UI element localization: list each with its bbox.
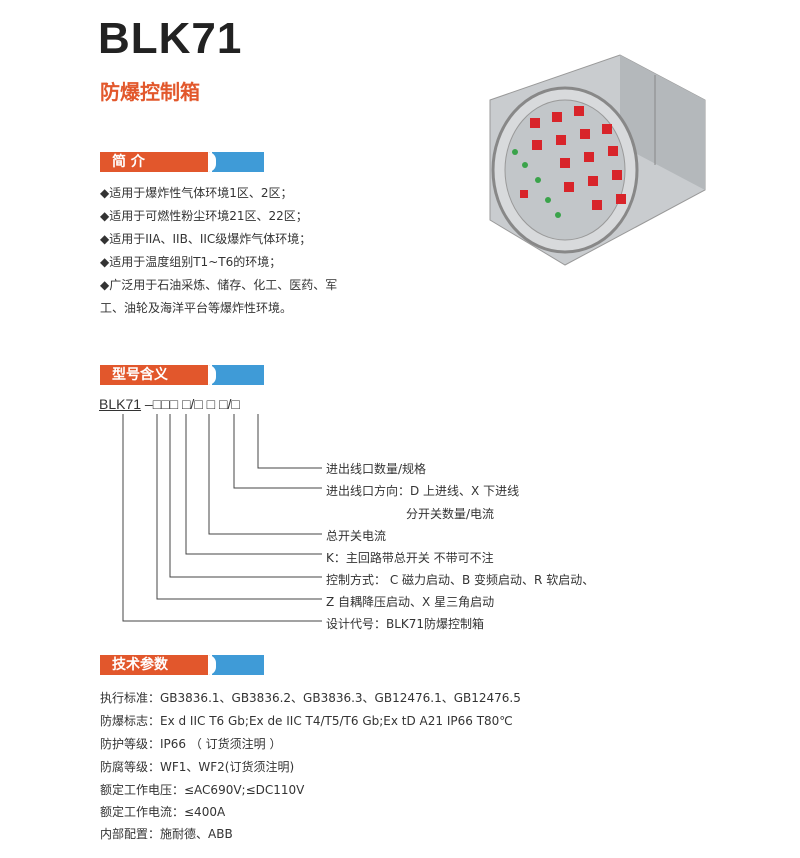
section-header-model: 型号含义 [100,365,265,385]
intro-item: ◆适用于可燃性粉尘环境21区、22区； [100,209,308,223]
intro-item: ◆广泛用于石油采炼、储存、化工、医药、军 [100,278,338,292]
model-label: 进出线口方向：D 上进线、X 下进线 [326,484,520,498]
section-title: 简 介 [100,152,210,172]
tech-item: 防护等级：IP66 （ 订货须注明 ） [100,737,282,751]
tech-item: 额定工作电压：≤AC690V;≤DC110V [100,783,305,797]
model-code: BLK71 –□□□ □/□ □ □/□ [99,396,240,412]
intro-item: ◆适用于温度组别T1~T6的环境； [100,255,282,269]
model-label: 总开关电流 [326,529,387,543]
product-subtitle: 防爆控制箱 [100,80,200,104]
section-title: 技术参数 [100,655,210,675]
section-accent [208,152,264,172]
model-label: 控制方式： C 磁力启动、B 变频启动、R 软启动、 [326,573,595,587]
intro-item: ◆适用于IIA、IIB、IIC级爆炸气体环境； [100,232,312,246]
tech-item: 内部配置：施耐德、ABB [100,827,233,841]
product-title: BLK71 [98,14,243,63]
tech-item: 防爆标志：Ex d IIC T6 Gb;Ex de IIC T4/T5/T6 G… [100,714,513,728]
section-header-tech: 技术参数 [100,655,265,675]
tech-item: 执行标准：GB3836.1、GB3836.2、GB3836.3、GB12476.… [100,691,521,705]
section-accent [208,365,264,385]
section-title: 型号含义 [100,365,210,385]
intro-item: ◆适用于爆炸性气体环境1区、2区； [100,186,293,200]
section-header-intro: 简 介 [100,152,265,172]
model-code-prefix: BLK71 [99,396,142,412]
model-label: 分开关数量/电流 [406,507,495,521]
model-label: 设计代号：BLK71防爆控制箱 [326,617,485,631]
model-label: K：主回路带总开关 不带可不注 [326,551,494,565]
section-accent [208,655,264,675]
model-label: 进出线口数量/规格 [326,462,427,476]
tech-item: 额定工作电流：≤400A [100,805,226,819]
model-label: Z 自耦降压启动、X 星三角启动 [326,595,495,609]
product-image [489,54,706,266]
intro-item: 工、油轮及海洋平台等爆炸性环境。 [100,301,293,315]
tech-item: 防腐等级：WF1、WF2(订货须注明) [100,760,295,774]
model-code-slots: –□□□ □/□ □ □/□ [141,396,240,412]
